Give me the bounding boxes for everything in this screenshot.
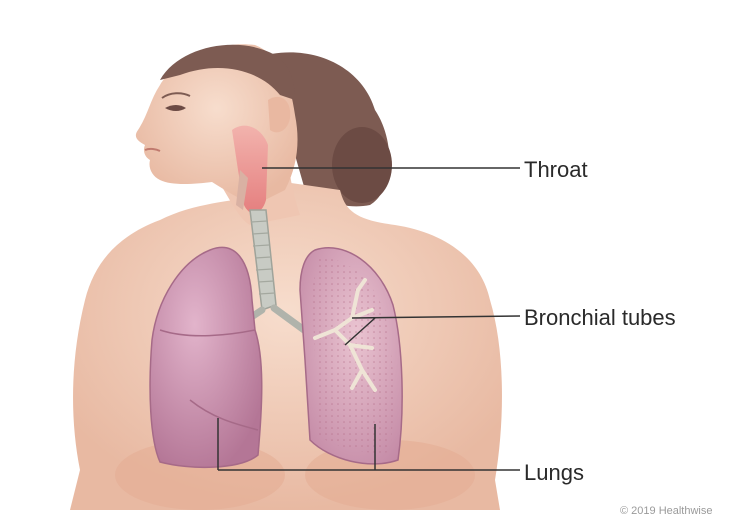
copyright-text: © 2019 Healthwise (620, 505, 713, 517)
torso (70, 180, 502, 510)
bronchial-tubes-label: Bronchial tubes (524, 305, 676, 331)
lungs-label: Lungs (524, 460, 584, 486)
head (136, 44, 300, 225)
throat-label: Throat (524, 157, 588, 183)
